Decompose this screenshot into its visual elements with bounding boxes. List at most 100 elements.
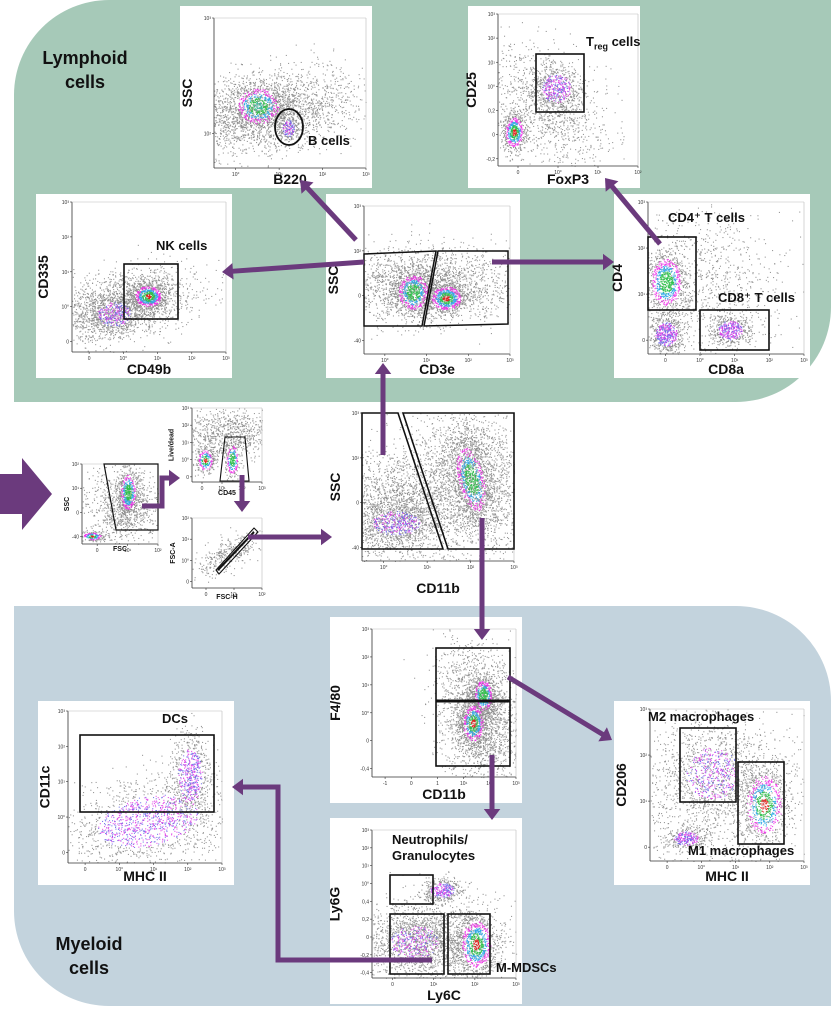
x-tick-label: 10³ [510,565,518,571]
x-tick-label: 10³ [222,356,230,362]
x-tick-label: 10¹ [424,565,432,571]
non-myeloid-gate [361,412,445,550]
y-tick-label: 0,4 [362,899,369,905]
population [161,712,221,861]
cells-gate [103,463,159,531]
y-tick-label: -40 [354,339,361,345]
x-axis-label: CD8a [708,361,744,377]
y-tick-label: 10² [354,249,362,255]
x-tick-label: 10° [120,356,128,362]
non-t-cell-gate [363,250,437,327]
x-tick-label: 10¹ [218,486,226,492]
x-tick-label: 10¹ [423,358,431,364]
y-tick-label: 10³ [204,16,212,22]
x-axis-label: FSC [113,546,127,553]
population-layer [362,413,516,562]
y-tick-label: 10¹ [182,440,190,446]
population [438,414,507,541]
population [362,414,512,562]
arrow-cd3e-to-b220-head [300,180,314,194]
x-tick-label: 0 [517,170,520,176]
m1-macrophages-label: M1 macrophages [688,843,794,858]
arrow-f480-to-macrophages-head [598,727,612,742]
population [109,465,144,528]
arrow-cd3e-to-cd4cd8-head [603,253,614,271]
y-tick-label: 10³ [640,707,648,713]
x-tick-label: 10¹ [124,548,132,554]
x-tick-label: 10² [766,865,774,871]
arrow-cd11b-to-cd3e-head [374,363,392,374]
population [445,889,507,979]
y-tick-label: 0 [642,338,645,344]
myeloid-label-line2: cells [44,956,134,980]
y-tick-label: 10² [72,462,80,468]
x-tick-label: 10° [381,358,389,364]
x-tick-label: 10° [554,170,562,176]
population [372,874,476,979]
treg-cells-gate [535,53,585,113]
population [82,530,111,543]
arrow-cd3e-to-b220 [303,184,358,242]
y-tick-label: -0,2 [486,157,495,163]
x-tick-label: 1 [436,781,439,787]
x-tick-label: 10° [380,565,388,571]
t-cell-gate [423,250,509,327]
x-tick-label: 10¹ [230,592,238,598]
y-tick-label: 10³ [58,709,66,715]
y-tick-label: -0,4 [360,767,369,773]
dcs-label: DCs [162,711,188,726]
x-axis-label: CD11b [422,786,466,802]
y-tick-label: 10² [182,423,190,429]
population-layer [192,408,263,482]
m2-macrophages-gate [679,727,737,803]
x-tick-label: 10° [698,865,706,871]
arrow-f480-to-macrophages [506,674,607,738]
m2-macrophages-label: M2 macrophages [648,709,754,724]
y-tick-label: 10¹ [488,60,496,66]
m1-macrophages-gate [737,761,785,845]
gate-label-rest: cells [608,34,641,49]
gate-label-main: T [586,34,594,49]
x-axis-label: CD45 [218,490,236,497]
y-tick-label: 10² [640,753,648,759]
neutrophils-gate [389,874,434,905]
y-tick-label: 10² [204,131,212,137]
y-tick-label: 10° [57,815,65,821]
nk-cells-gate [123,263,179,320]
y-tick-label: 10° [181,458,189,464]
y-tick-label: 10² [58,744,66,750]
myeloid-label-line1: Myeloid [44,932,134,956]
y-tick-label: -40 [352,546,359,552]
cd8-t-cells-label: CD8⁺ T cells [718,290,795,306]
population [193,438,219,479]
lymphoid-label-line1: Lymphoid [40,46,130,70]
x-tick-label: 10³ [218,867,226,873]
y-tick-label: 10¹ [640,799,648,805]
population [498,103,534,162]
y-tick-label: 0 [186,580,189,586]
population [68,715,223,864]
population [726,753,802,862]
y-tick-label: 10² [638,246,646,252]
population [192,408,263,470]
b-cells-label: B cells [308,133,350,148]
m-mdsc-gate [447,913,491,975]
x-tick-label: 0 [84,867,87,873]
x-tick-label: 10² [634,170,642,176]
y-tick-label: 0 [492,133,495,139]
arrow-singlets-to-cd11b-head [321,528,332,546]
x-tick-label: 10¹ [150,867,158,873]
